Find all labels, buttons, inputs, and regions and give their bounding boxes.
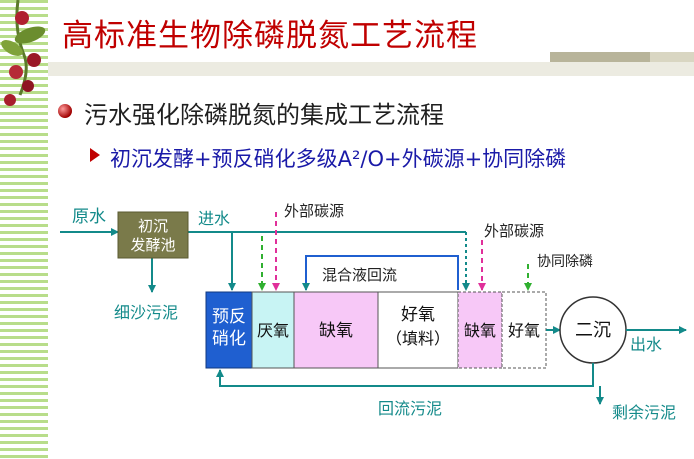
ext-carbon-label-2: 外部碳源 xyxy=(484,222,544,240)
effluent-label: 出水 xyxy=(630,335,662,354)
aerobic-zone-1 xyxy=(377,291,459,369)
predenit-label-1: 预反 xyxy=(212,307,246,327)
title-underline-light xyxy=(48,62,694,76)
influent-raw-label: 原水 xyxy=(72,207,106,227)
ext-carbon-label-1: 外部碳源 xyxy=(284,202,344,220)
aerobic-label-2b: 好氧 xyxy=(508,321,540,340)
predenit-zone xyxy=(205,291,253,369)
co-phos-label: 协同除磷 xyxy=(537,254,593,270)
clarifier-label: 二沉 xyxy=(575,320,611,341)
arrow-right-icon xyxy=(90,148,100,162)
bullet-subheading: 初沉发酵+预反硝化多级A²/O+外碳源+协同除磷 xyxy=(110,147,567,171)
title-underline-dark xyxy=(550,52,650,62)
page-title: 高标准生物除磷脱氮工艺流程 xyxy=(62,18,478,54)
mixed-recycle-label: 混合液回流 xyxy=(322,266,397,284)
primary-fermenter-box xyxy=(117,211,189,259)
anoxic-zone-2 xyxy=(457,291,503,369)
predenit-label-2: 硝化 xyxy=(212,329,246,349)
fine-sludge-label: 细沙污泥 xyxy=(114,303,178,322)
inlet-label: 进水 xyxy=(198,209,230,228)
anoxic-label-1: 缺氧 xyxy=(319,321,353,341)
anoxic-label-2: 缺氧 xyxy=(464,321,496,340)
return-sludge-line xyxy=(216,363,594,387)
primary-label-2: 发酵池 xyxy=(130,236,175,254)
title-underline-accent xyxy=(650,52,694,62)
return-sludge-label: 回流污泥 xyxy=(378,399,442,418)
bullet-heading: 污水强化除磷脱氮的集成工艺流程 xyxy=(84,101,444,129)
mixed-recycle-line xyxy=(302,255,459,291)
berries-decoration xyxy=(1,0,46,106)
excess-sludge-label: 剩余污泥 xyxy=(612,403,676,422)
anaerobic-zone xyxy=(251,291,295,369)
primary-label-1: 初沉 xyxy=(138,217,168,235)
anoxic-zone-1 xyxy=(293,291,379,369)
anaerobic-label: 厌氧 xyxy=(257,321,289,340)
aerobic-zone-2 xyxy=(501,291,547,369)
aerobic-label-2: （填料） xyxy=(386,329,450,348)
aerobic-label-1: 好氧 xyxy=(401,305,435,325)
bullet-dot-icon xyxy=(58,104,72,118)
